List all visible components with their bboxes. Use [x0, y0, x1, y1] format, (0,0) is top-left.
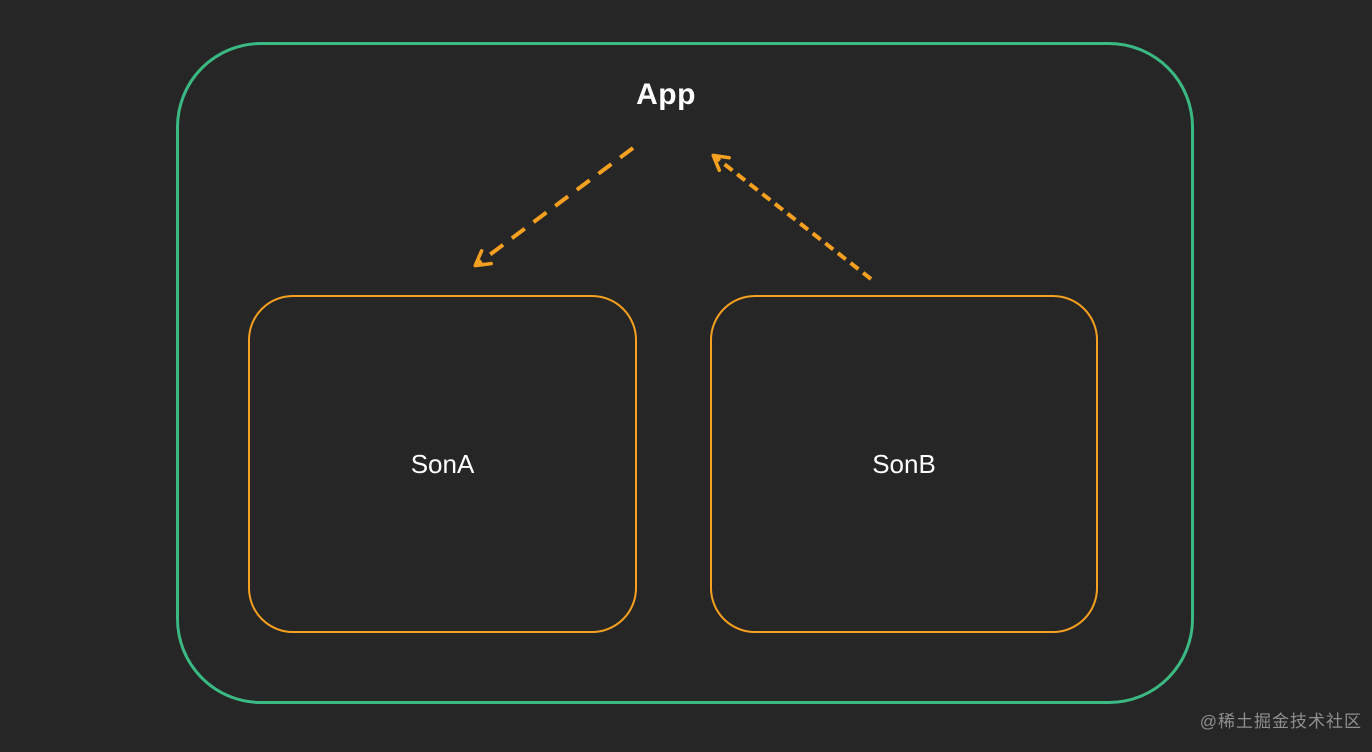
node-sona: SonA	[248, 295, 637, 633]
node-sona-label: SonA	[410, 448, 475, 479]
node-sonb-label: SonB	[872, 448, 936, 479]
app-container-node	[176, 42, 1194, 704]
app-node-label: App	[636, 78, 696, 111]
node-sonb: SonB	[710, 295, 1098, 633]
watermark: @稀土掘金技术社区	[1199, 712, 1362, 731]
